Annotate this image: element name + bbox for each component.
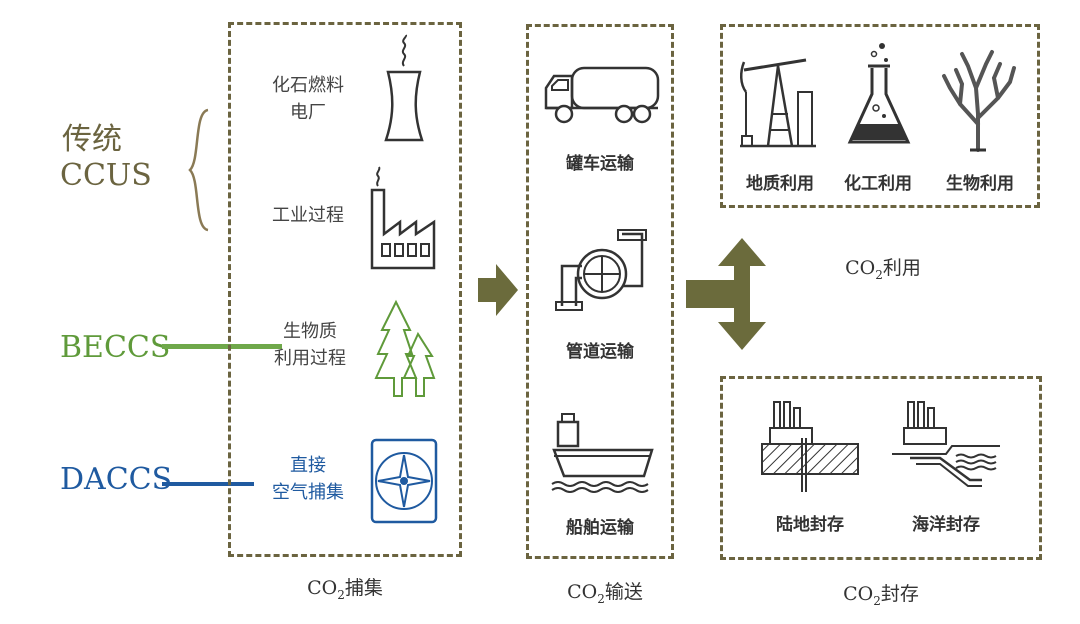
- ccus-label: CCUS: [60, 158, 152, 193]
- utilization-box: [720, 24, 1040, 208]
- ocean-storage-icon: [892, 401, 1000, 487]
- pipeline-valve-icon: [555, 229, 647, 311]
- storage-box: [720, 376, 1042, 560]
- storage-item-land-label: 陆地封存: [776, 515, 844, 535]
- chemistry-flask-icon: [847, 43, 911, 144]
- transport-box: [526, 24, 674, 559]
- capture-box: [228, 22, 462, 557]
- transport-item-tanker-label: 罐车运输: [566, 154, 634, 174]
- beccs-label: BECCS: [60, 330, 171, 365]
- storage-item-ocean-label: 海洋封存: [912, 515, 980, 535]
- pine-trees-icon: [374, 299, 436, 397]
- coral-icon: [942, 50, 1016, 152]
- fan-icon: [370, 438, 438, 524]
- capture-item-dac-label: 直接 空气捕集: [272, 455, 344, 503]
- arrow-right-icon: [478, 264, 518, 316]
- factory-icon: [370, 166, 436, 270]
- utilization-item-geological-label: 地质利用: [746, 174, 814, 194]
- oil-pump-jack-icon: [740, 58, 816, 148]
- capture-caption: CO2捕集: [307, 577, 383, 602]
- traditional-label: 传统: [62, 122, 122, 157]
- storage-caption: CO2封存: [843, 583, 919, 608]
- capture-item-biomass-label: 生物质 利用过程: [274, 321, 346, 369]
- daccs-label: DACCS: [60, 462, 173, 497]
- utilization-item-biological-label: 生物利用: [946, 174, 1014, 194]
- split-arrow-icon: [686, 238, 766, 350]
- power-plant-cooling-tower-icon: [384, 34, 424, 142]
- land-storage-icon: [761, 401, 859, 492]
- curly-brace-icon: [188, 108, 209, 232]
- utilization-caption: CO2利用: [845, 257, 921, 282]
- capture-item-industry-label: 工业过程: [272, 205, 344, 226]
- transport-item-ship-label: 船舶运输: [566, 518, 634, 538]
- transport-item-pipeline-label: 管道运输: [566, 342, 634, 362]
- tanker-truck-icon: [544, 66, 660, 124]
- utilization-item-chemical-label: 化工利用: [844, 174, 912, 194]
- traditional-ccus-label: 传统 CCUS: [60, 122, 152, 194]
- daccs-line: [162, 482, 254, 486]
- capture-item-power-plant-label: 化石燃料 电厂: [272, 75, 344, 123]
- ship-icon: [551, 413, 654, 493]
- transport-caption: CO2输送: [567, 581, 643, 606]
- beccs-line: [162, 344, 282, 349]
